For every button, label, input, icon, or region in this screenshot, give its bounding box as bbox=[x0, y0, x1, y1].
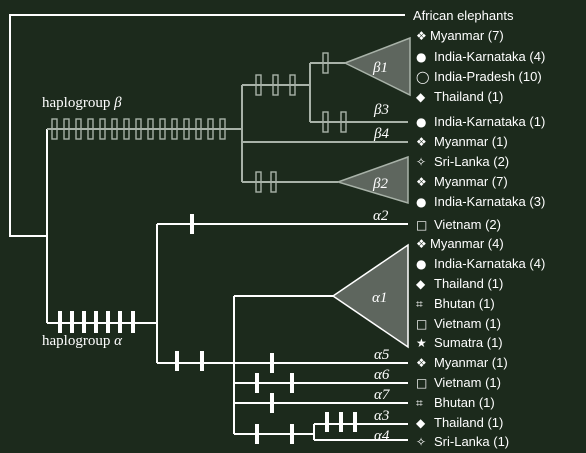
vietnam-icon: □ bbox=[416, 376, 427, 390]
clade-label-alpha3: α3 bbox=[374, 408, 389, 424]
leaf-label: India-Pradesh (10) bbox=[434, 69, 542, 84]
haplogroup-alpha-label: haplogroup α bbox=[42, 333, 123, 349]
alpha-mutation-ticks bbox=[58, 214, 357, 444]
vietnam-icon: □ bbox=[416, 218, 427, 232]
leaf-label: Bhutan (1) bbox=[434, 296, 495, 311]
leaf-item: ✧ Sri-Lanka (1) bbox=[416, 434, 509, 449]
leaf-label: Sri-Lanka (1) bbox=[434, 434, 509, 449]
leaf-item: ★ Sumatra (1) bbox=[416, 335, 503, 350]
thailand-icon: ◆ bbox=[416, 277, 426, 291]
leaf-label: Vietnam (2) bbox=[434, 217, 501, 232]
leaf-item: ● India-Karnataka (4) bbox=[416, 49, 545, 64]
leaf-item: ⌗ Bhutan (1) bbox=[416, 395, 495, 410]
india-karnataka-icon: ● bbox=[416, 115, 426, 129]
sumatra-icon: ★ bbox=[416, 336, 427, 350]
india-karnataka-icon: ● bbox=[416, 257, 426, 271]
myanmar-icon: ❖ bbox=[416, 237, 427, 251]
leaf-item: ✧ Sri-Lanka (2) bbox=[416, 154, 509, 169]
bhutan-icon: ⌗ bbox=[416, 396, 423, 410]
leaf-label: Vietnam (1) bbox=[434, 375, 501, 390]
beta1-triangle bbox=[343, 36, 411, 97]
india-karnataka-icon: ● bbox=[416, 50, 426, 64]
leaf-item: ● India-Karnataka (4) bbox=[416, 256, 545, 271]
leaf-label: Myanmar (1) bbox=[434, 134, 508, 149]
leaf-label: Myanmar (1) bbox=[434, 355, 508, 370]
clade-label-beta1: β1 bbox=[372, 60, 388, 76]
leaf-label: Thailand (1) bbox=[434, 89, 503, 104]
leaf-item: ◯ India-Pradesh (10) bbox=[416, 69, 542, 84]
leaf-item: ❖ Myanmar (7) bbox=[416, 174, 508, 189]
leaf-label: India-Karnataka (1) bbox=[434, 114, 545, 129]
leaf-item: □ Vietnam (1) bbox=[416, 316, 501, 331]
myanmar-icon: ❖ bbox=[416, 135, 427, 149]
leaf-item: ◆ Thailand (1) bbox=[416, 276, 503, 291]
clade-label-alpha2: α2 bbox=[373, 208, 389, 224]
clade-label-alpha5: α5 bbox=[374, 347, 390, 363]
india-pradesh-icon: ◯ bbox=[416, 70, 429, 84]
haplogroup-alpha-branches bbox=[47, 223, 409, 441]
india-karnataka-icon: ● bbox=[416, 195, 426, 209]
outgroup-branch bbox=[9, 14, 405, 237]
leaf-item: ⌗ Bhutan (1) bbox=[416, 296, 495, 311]
clade-label-beta2: β2 bbox=[372, 176, 388, 192]
myanmar-icon: ❖ bbox=[416, 29, 427, 43]
leaf-labels: ❖Myanmar (7) ●India-Karnataka (4) ◯India… bbox=[416, 28, 545, 449]
leaf-item: ◆ Thailand (1) bbox=[416, 89, 503, 104]
clade-label-beta3: β3 bbox=[373, 102, 389, 118]
leaf-label: Sumatra (1) bbox=[434, 335, 503, 350]
leaf-label: India-Karnataka (4) bbox=[434, 256, 545, 271]
sri-lanka-icon: ✧ bbox=[416, 435, 426, 449]
leaf-item: ❖ Myanmar (1) bbox=[416, 134, 508, 149]
leaf-label: Myanmar (4) bbox=[430, 236, 504, 251]
outgroup-label: African elephants bbox=[413, 8, 514, 23]
leaf-label: Bhutan (1) bbox=[434, 395, 495, 410]
clade-label-beta4: β4 bbox=[373, 126, 389, 142]
root-branches bbox=[9, 14, 405, 323]
haplogroup-beta-label: haplogroup β bbox=[42, 95, 122, 111]
leaf-label: Vietnam (1) bbox=[434, 316, 501, 331]
leaf-label: India-Karnataka (3) bbox=[434, 194, 545, 209]
leaf-item: ● India-Karnataka (3) bbox=[416, 194, 545, 209]
leaf-label: Myanmar (7) bbox=[430, 28, 504, 43]
leaf-label: Myanmar (7) bbox=[434, 174, 508, 189]
alpha1-triangle bbox=[331, 243, 409, 349]
thailand-icon: ◆ bbox=[416, 416, 426, 430]
leaf-item: ● India-Karnataka (1) bbox=[416, 114, 545, 129]
leaf-label: Thailand (1) bbox=[434, 276, 503, 291]
leaf-label: Thailand (1) bbox=[434, 415, 503, 430]
leaf-label: Sri-Lanka (2) bbox=[434, 154, 509, 169]
vietnam-icon: □ bbox=[416, 317, 427, 331]
beta2-triangle bbox=[335, 155, 409, 205]
sri-lanka-icon: ✧ bbox=[416, 155, 426, 169]
leaf-item: ❖Myanmar (4) bbox=[416, 236, 504, 251]
leaf-item: □ Vietnam (2) bbox=[416, 217, 501, 232]
clade-label-alpha7: α7 bbox=[374, 387, 391, 403]
beta-mutation-ticks bbox=[51, 52, 347, 193]
leaf-item: □ Vietnam (1) bbox=[416, 375, 501, 390]
thailand-icon: ◆ bbox=[416, 90, 426, 104]
myanmar-icon: ❖ bbox=[416, 356, 427, 370]
haplogroup-beta-branches bbox=[47, 36, 411, 205]
leaf-item: ❖Myanmar (7) bbox=[416, 28, 504, 43]
clade-label-alpha6: α6 bbox=[374, 367, 390, 383]
leaf-item: ❖ Myanmar (1) bbox=[416, 355, 508, 370]
leaf-label: India-Karnataka (4) bbox=[434, 49, 545, 64]
leaf-item: ◆ Thailand (1) bbox=[416, 415, 503, 430]
bhutan-icon: ⌗ bbox=[416, 297, 423, 311]
myanmar-icon: ❖ bbox=[416, 175, 427, 189]
clade-label-alpha4: α4 bbox=[374, 428, 390, 444]
clade-label-alpha1: α1 bbox=[372, 290, 387, 306]
